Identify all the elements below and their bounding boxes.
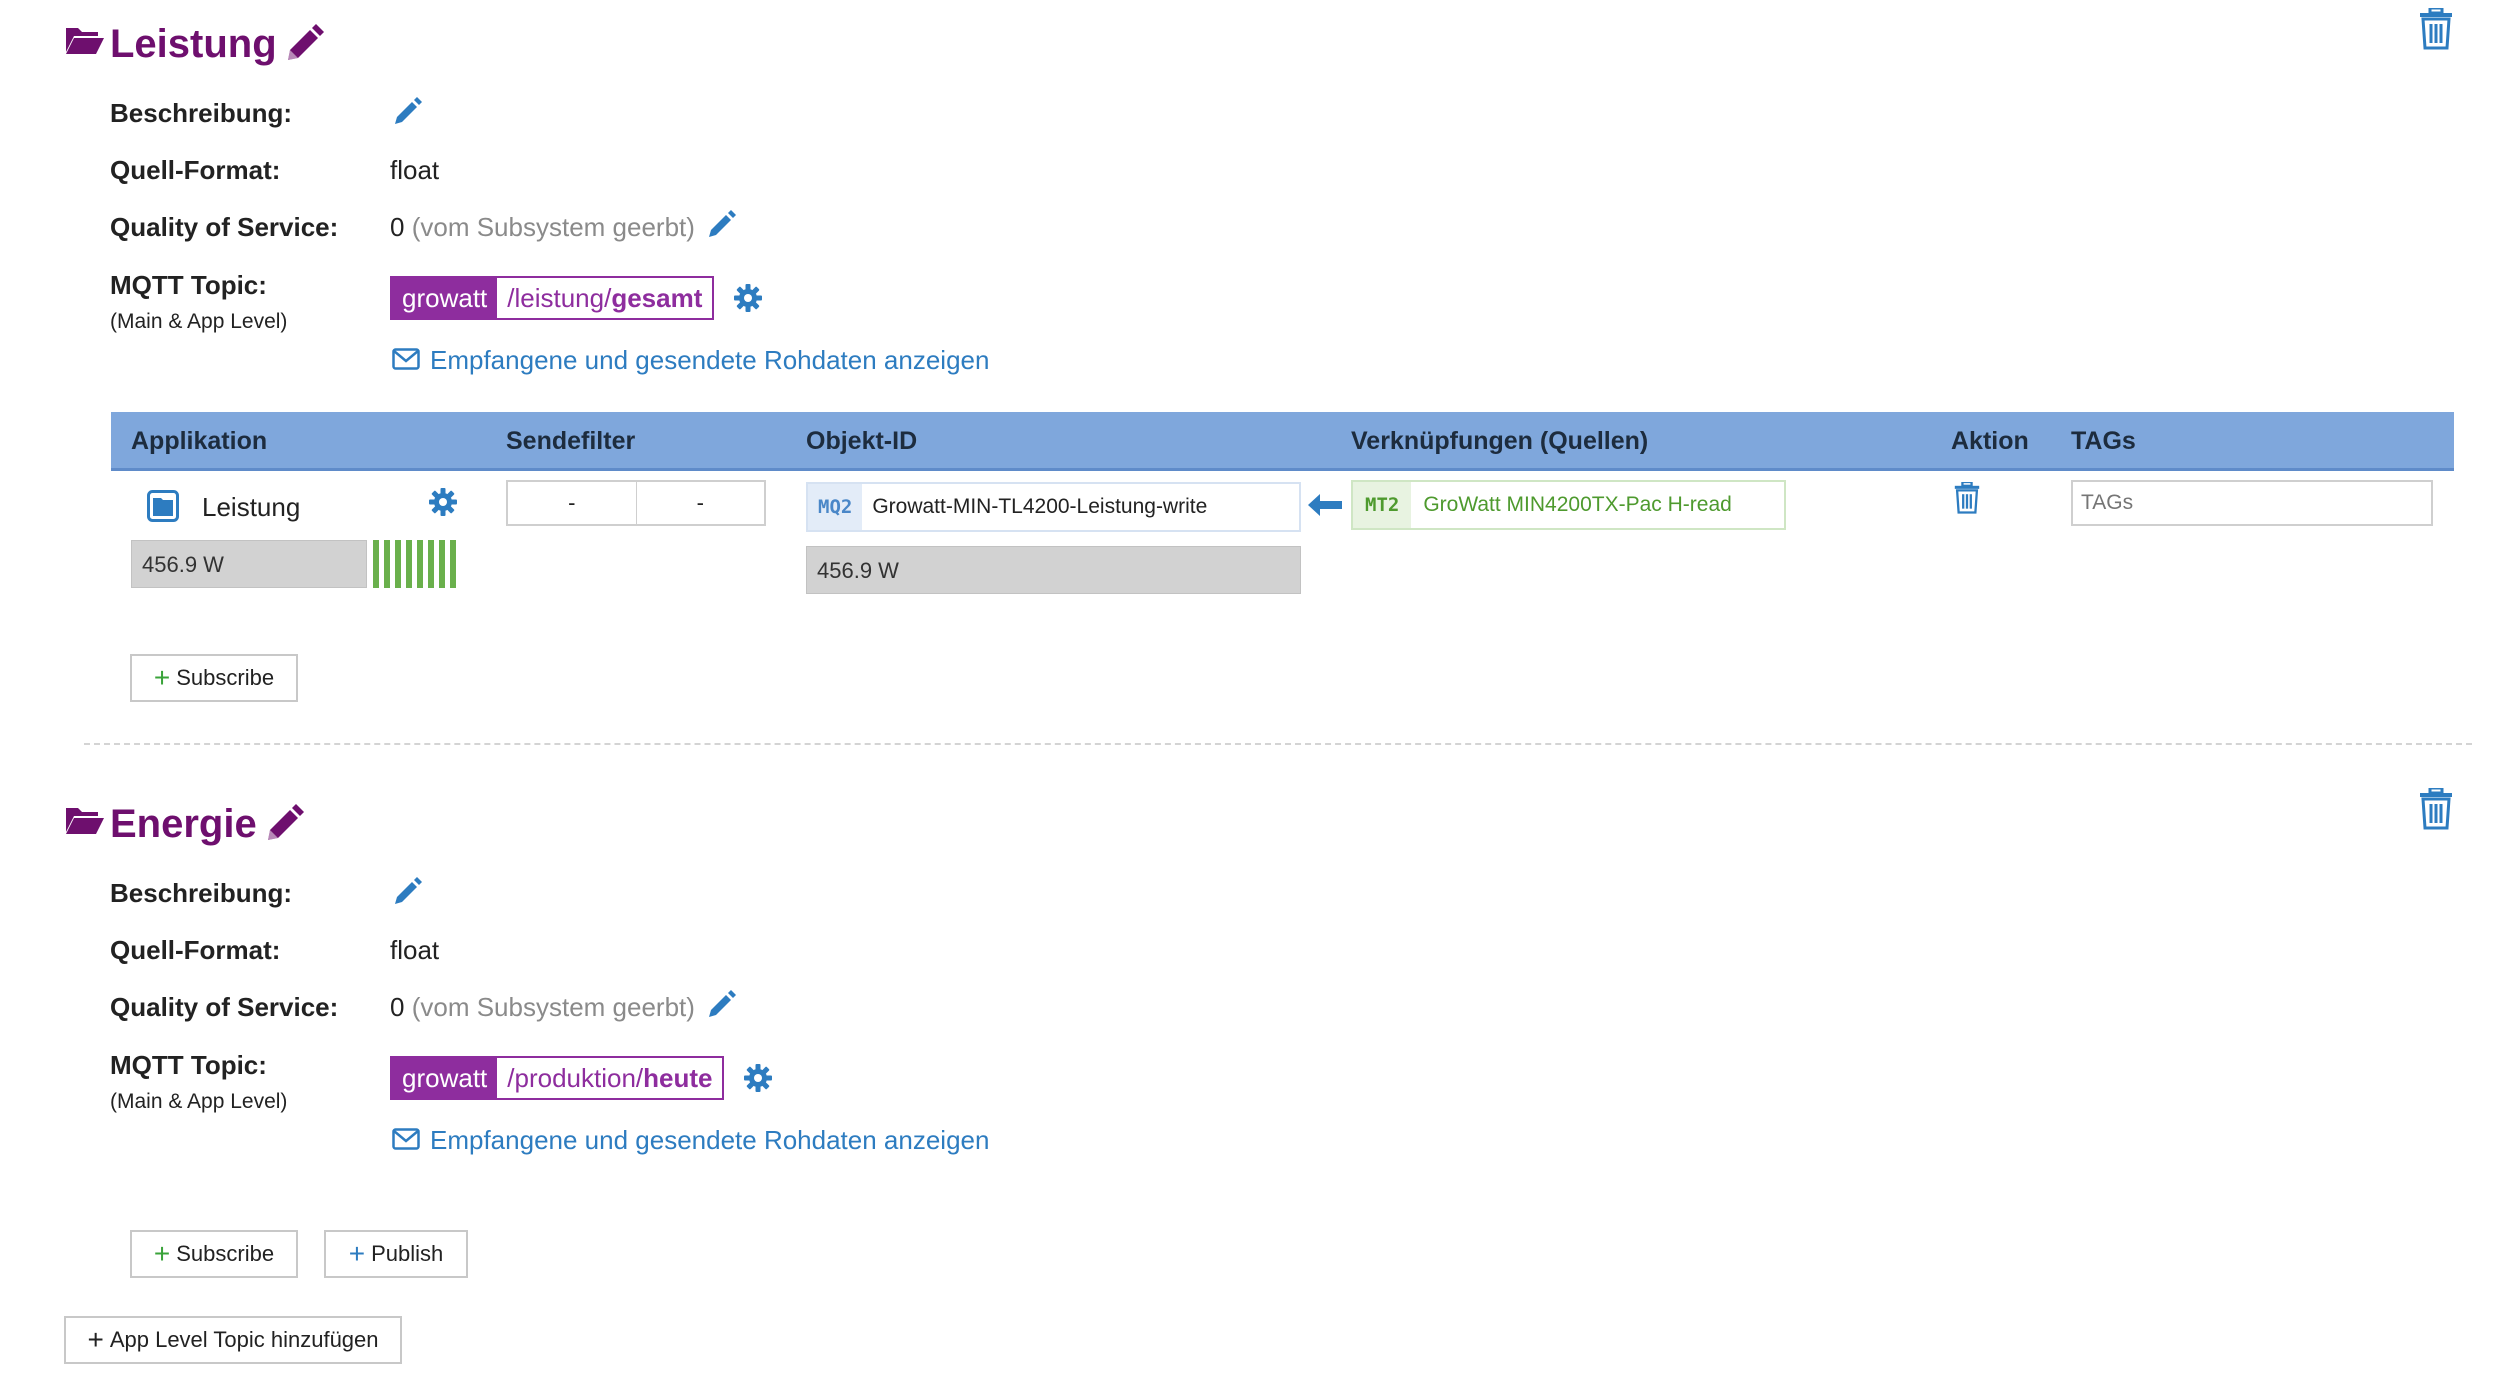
raw-data-link[interactable]: Empfangene und gesendete Rohdaten anzeig… [430,345,990,375]
qos-label: Quality of Service: [110,212,339,242]
mqtt-topic-label: MQTT Topic: [110,1050,267,1080]
topic-system: growatt [392,278,498,318]
qos-note: (vom Subsystem geerbt) [411,212,695,242]
edit-description-pencil-icon[interactable] [392,97,422,127]
app-name: Leistung [202,492,301,522]
topic-system: growatt [392,1058,498,1098]
link-source[interactable]: MT2 GroWatt MIN4200TX-Pac H-read [1351,480,1786,530]
signal-bars [373,540,456,588]
qos-label: Quality of Service: [110,992,339,1022]
subscribe-button[interactable]: + Subscribe [130,1230,298,1278]
folder-open-icon [64,24,104,56]
section-leistung: Leistung Beschreibung: Quell-Format: flo… [64,8,2454,702]
publish-button[interactable]: + Publish [324,1230,468,1278]
object-id: Growatt-MIN-TL4200-Leistung-write [872,495,1208,518]
subscribe-label: Subscribe [176,1241,275,1266]
section-divider [84,743,2472,745]
qos-value: 0 (vom Subsystem geerbt) [390,992,695,1023]
app-icon [147,490,179,522]
mqtt-topic-label: MQTT Topic: [110,270,267,300]
table-row: Leistung 456.9 W - - MQ2 Growatt-MIN-TL4… [111,470,2454,600]
plus-icon: + [348,1238,366,1269]
header-objekt-id: Objekt-ID [806,427,918,455]
quell-format-value: float [390,155,440,185]
object-value: 456.9 W [817,558,899,583]
edit-title-pencil-icon[interactable] [282,24,324,66]
qos-note: (vom Subsystem geerbt) [411,992,695,1022]
header-tags: TAGs [2071,427,2136,455]
mqtt-topic-sublabel: (Main & App Level) [110,1090,288,1113]
mqtt-topic-pill[interactable]: growatt /leistung/gesamt [390,276,715,320]
edit-title-pencil-icon[interactable] [262,804,304,846]
envelope-icon [392,1128,420,1150]
object-badge: MQ2 [808,484,863,530]
add-app-level-topic-button[interactable]: + App Level Topic hinzufügen [64,1316,402,1364]
qos-value: 0 (vom Subsystem geerbt) [390,212,695,243]
topic-path: /leistung/gesamt [507,283,703,313]
app-value-box: 456.9 W [131,540,367,588]
plus-icon: + [153,1238,171,1269]
object-id-field[interactable]: MQ2 Growatt-MIN-TL4200-Leistung-write [806,482,1301,532]
section-energie: Energie Beschreibung: Quell-Format: floa… [0,780,2504,1300]
mqtt-topic-pill[interactable]: growatt /produktion/heute [390,1056,725,1100]
header-aktion: Aktion [1951,427,2029,455]
topic-settings-gear-icon[interactable] [734,284,762,312]
tags-input[interactable] [2071,480,2433,526]
publish-label: Publish [371,1241,444,1266]
app-settings-gear-icon[interactable] [429,488,457,516]
header-verknuepfungen: Verknüpfungen (Quellen) [1351,427,1649,455]
send-filter: - - [506,480,766,526]
raw-data-link[interactable]: Empfangene und gesendete Rohdaten anzeig… [430,1125,990,1155]
qos-number: 0 [390,212,405,242]
quell-format-value: float [390,935,440,965]
delete-row-trash-icon[interactable] [1953,482,1981,514]
filter-left[interactable]: - [508,482,637,524]
table-header: Applikation Sendefilter Objekt-ID Verknü… [111,412,2454,471]
folder-open-icon [64,804,104,836]
topic-path: /produktion/heute [507,1063,713,1093]
link-badge: MT2 [1353,482,1412,528]
section-title: Energie [110,802,257,846]
header-applikation: Applikation [131,427,268,455]
edit-qos-pencil-icon[interactable] [706,990,736,1020]
add-topic-label: App Level Topic hinzufügen [109,1327,379,1352]
delete-section-trash-icon[interactable] [2418,788,2454,830]
delete-section-trash-icon[interactable] [2418,8,2454,50]
quell-format-label: Quell-Format: [110,155,281,185]
mqtt-topic-sublabel: (Main & App Level) [110,310,288,333]
link-name: GroWatt MIN4200TX-Pac H-read [1423,493,1732,516]
object-value-box: 456.9 W [806,546,1301,594]
beschreibung-label: Beschreibung: [110,98,293,128]
filter-right[interactable]: - [696,490,704,515]
edit-qos-pencil-icon[interactable] [706,210,736,240]
header-sendefilter: Sendefilter [506,427,636,455]
app-value: 456.9 W [142,552,224,577]
plus-icon: + [87,1324,104,1355]
section-title: Leistung [110,22,277,66]
subscribe-label: Subscribe [176,665,275,690]
topic-settings-gear-icon[interactable] [744,1064,772,1092]
arrow-left-icon [1308,494,1342,516]
quell-format-label: Quell-Format: [110,935,281,965]
qos-number: 0 [390,992,405,1022]
beschreibung-label: Beschreibung: [110,878,293,908]
subscribe-button[interactable]: + Subscribe [130,654,298,702]
envelope-icon [392,348,420,370]
plus-icon: + [153,662,171,693]
edit-description-pencil-icon[interactable] [392,877,422,907]
